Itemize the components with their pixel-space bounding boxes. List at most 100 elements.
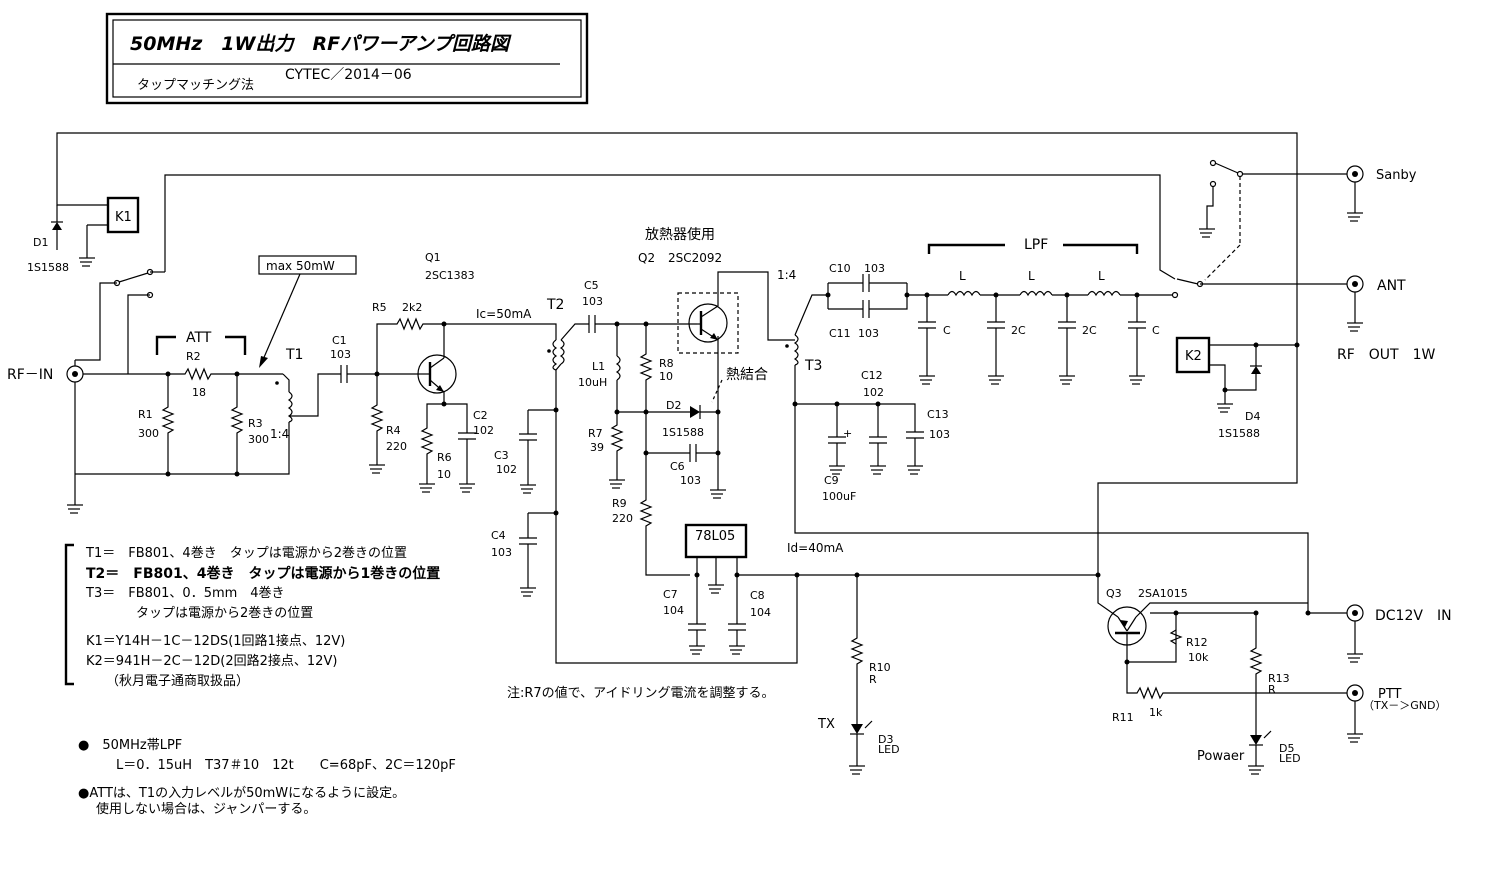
ic-label: Ic=50mA: [476, 307, 532, 321]
transistor-q1: [417, 354, 457, 394]
r13-value: R: [1268, 683, 1276, 696]
note-k2: K2＝941H－2C－12D(2回路2接点、12V): [86, 654, 338, 669]
svg-text:+: +: [843, 427, 852, 440]
reg-label: 78L05: [695, 529, 735, 544]
note-t3: T3＝ FB801、0．5mm 4巻き: [86, 586, 285, 601]
r6-label: R6: [437, 451, 452, 464]
note-k1: K1＝Y14H－1C－12DS(1回路1接点、12V): [86, 634, 346, 649]
c13-value: 103: [929, 428, 950, 441]
note-lpf-spec: L＝0．15uH T37＃10 12t C=68pF、2C＝120pF: [116, 758, 456, 773]
note-att1: ●ATTは、T1の入力レベルが50mWになるように設定。: [78, 786, 406, 801]
t3-label: T3: [804, 358, 822, 374]
l1-value: 10uH: [578, 376, 607, 389]
r4-label: R4: [386, 424, 401, 437]
tx-label: TX: [817, 717, 835, 732]
t1-label: T1: [285, 347, 303, 363]
d2-part: 1S1588: [662, 426, 704, 439]
d3-led: LED: [878, 743, 900, 756]
d1-label: D1: [33, 236, 48, 249]
c1-label: C1: [332, 334, 347, 347]
max-power-label: max 50mW: [266, 259, 335, 273]
c2-label: C2: [473, 409, 488, 422]
r3-value: 300: [248, 433, 269, 446]
r12-value: 10k: [1188, 651, 1209, 664]
c9-label: C9: [824, 474, 839, 487]
q2-part: 2SC2092: [668, 251, 722, 265]
r6-value: 10: [437, 468, 451, 481]
r2-value: 18: [192, 386, 206, 399]
r7-value: 39: [590, 441, 604, 454]
note-t2: T2＝ FB801、4巻き タップは電源から1巻きの位置: [86, 566, 441, 582]
c13-label: C13: [927, 408, 949, 421]
power-label: Powaer: [1197, 749, 1245, 764]
r8-value: 10: [659, 370, 673, 383]
ant-label: ANT: [1377, 278, 1406, 294]
transistor-q2: [677, 292, 739, 354]
r7-label: R7: [588, 427, 603, 440]
r11-label: R11: [1112, 711, 1134, 724]
c5-value: 103: [582, 295, 603, 308]
d5-led: LED: [1279, 752, 1301, 765]
r5-value: 2k2: [402, 301, 422, 314]
relay-k2: K2: [1175, 336, 1211, 374]
id-label: Id=40mA: [787, 541, 844, 555]
regulator-78l05: 78L05: [684, 523, 748, 559]
c1-value: 103: [330, 348, 351, 361]
q3-label: Q3: [1106, 587, 1122, 600]
c3-value: 102: [496, 463, 517, 476]
note-att2: 使用しない場合は、ジャンパーする。: [96, 802, 317, 817]
r12-label: R12: [1186, 636, 1208, 649]
dc12v-connector: DC12V IN: [1346, 604, 1452, 624]
c6-value: 103: [680, 474, 701, 487]
r8-label: R8: [659, 357, 674, 370]
sanby-label: Sanby: [1376, 168, 1417, 183]
dc-in-label: DC12V IN: [1375, 608, 1452, 624]
d1-part: 1S1588: [27, 261, 69, 274]
c10-label: C10: [829, 262, 851, 275]
c7-label: C7: [663, 588, 678, 601]
d5-label: D5: [1279, 742, 1294, 755]
d4-label: D4: [1245, 410, 1260, 423]
relay-k1: K1: [106, 196, 140, 234]
d4-part: 1S1588: [1218, 427, 1260, 440]
c5-label: C5: [584, 279, 599, 292]
c12-label: C12: [861, 369, 883, 382]
c3-label: C3: [494, 449, 509, 462]
r9-label: R9: [612, 497, 627, 510]
r3-label: R3: [248, 417, 263, 430]
heatsink-label: 放熱器使用: [645, 226, 715, 243]
note-r7: 注:R7の値で、アイドリング電流を調整する。: [507, 686, 775, 701]
c9-value: 100uF: [822, 490, 856, 503]
d3-label: D3: [878, 733, 893, 746]
sanby-connector: Sanby: [1346, 165, 1417, 183]
c7-value: 104: [663, 604, 684, 617]
att-notes: ●ATTは、T1の入力レベルが50mWになるように設定。 使用しない場合は、ジャ…: [78, 786, 405, 818]
title-main: 50MHz 1W出力 RFパワーアンプ回路図: [130, 33, 512, 55]
note-akizuki: （秋月電子通商取扱品）: [106, 674, 250, 689]
lpf-filter: LPF L L L C 2C 2C C: [907, 237, 1179, 385]
c8-label: C8: [750, 589, 765, 602]
rf-in-label: RF－IN: [7, 367, 53, 383]
l1-label: L1: [592, 360, 605, 373]
c4-value: 103: [491, 546, 512, 559]
c6-label: C6: [670, 460, 685, 473]
thermal-label: 熱結合: [726, 367, 768, 383]
lpf-c2: 2C: [1011, 324, 1026, 337]
r1-value: 300: [138, 427, 159, 440]
title-block: 50MHz 1W出力 RFパワーアンプ回路図 タップマッチング法 CYTEC／2…: [105, 12, 589, 105]
notes-block: T1＝ FB801、4巻き タップは電源から2巻きの位置 T2＝ FB801、4…: [86, 544, 440, 692]
c2-value: 102: [473, 424, 494, 437]
ptt-connector: PTT （TX－＞GND）: [1346, 684, 1446, 712]
q1-label: Q1: [425, 251, 441, 264]
d2-label: D2: [666, 399, 681, 412]
lpf-label: LPF: [1024, 237, 1048, 253]
c8-value: 104: [750, 606, 771, 619]
lpf-l3: L: [1098, 269, 1105, 283]
lpf-notes: ● 50MHz帯LPF L＝0．15uH T37＃10 12t C=68pF、2…: [78, 736, 456, 776]
q2-label: Q2: [638, 251, 655, 265]
rf-out-label: RF OUT 1W: [1337, 347, 1436, 363]
k2-label: K2: [1185, 349, 1202, 364]
lpf-l1: L: [959, 269, 966, 283]
c11-value: 103: [858, 327, 879, 340]
